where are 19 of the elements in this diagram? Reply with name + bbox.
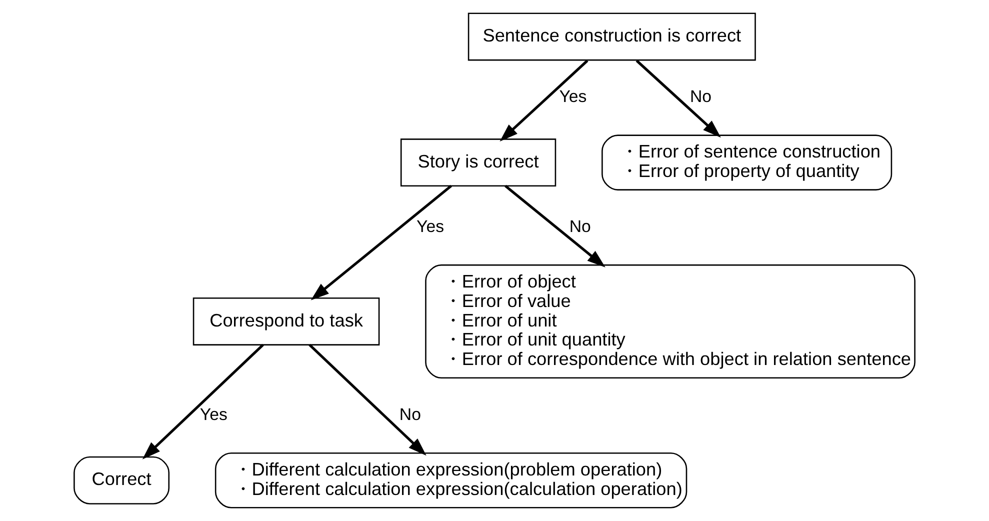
edge-label: Yes [416,216,444,236]
arrow [310,184,452,300]
arrow [308,344,426,456]
arrow [142,344,264,460]
node-box: ・Error of object ・Error of value ・Error of unit ・Error of unit quantity ・Error of correspondence with object in relation sentence [425,264,916,379]
edge-label: No [569,216,591,236]
edge-label: Yes [559,87,587,106]
node-box: Story is correct [400,138,556,187]
edge-label: No [399,404,421,424]
node-box: Correct [74,456,170,504]
node-box: ・Different calculation expression(problem operation) ・Different calculation expression(calculation operation) [214,452,688,508]
node-box: ・Error of sentence construction ・Error of property of quantity [602,134,892,190]
arrow [500,60,588,142]
edge-label: No [690,87,712,106]
node-box: Correspond to task [192,297,380,346]
arrow [636,60,721,138]
arrow [504,184,606,268]
node-box: Sentence construction is correct [468,12,756,61]
edge-label: Yes [200,404,228,424]
